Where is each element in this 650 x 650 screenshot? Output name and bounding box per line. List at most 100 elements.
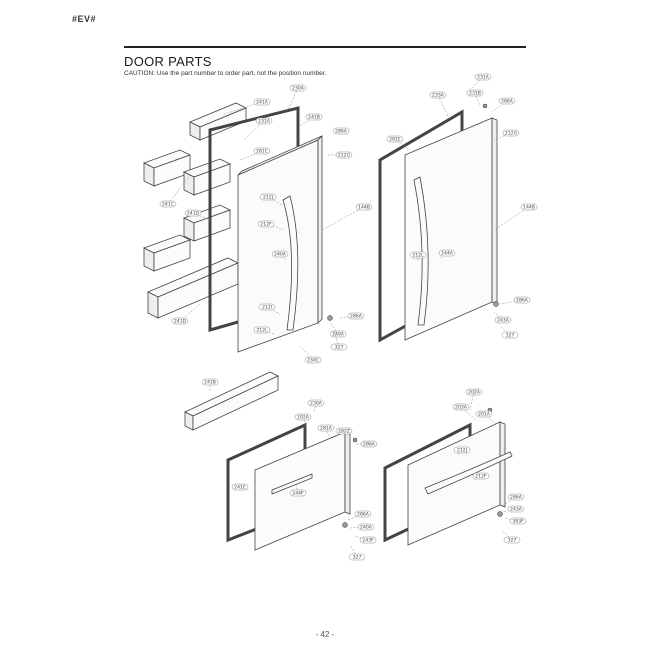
callout-leader — [261, 329, 275, 335]
callout-bubble — [305, 113, 323, 121]
part-callout-label: 281E — [389, 137, 401, 143]
part-callout-label: 212J — [457, 448, 467, 454]
callout-bubble — [255, 117, 273, 125]
part-callout-label: 327 — [353, 555, 362, 561]
callout-bubble — [332, 127, 350, 135]
part-callout-label: 286A — [363, 442, 376, 448]
part-callout-label: 243F — [362, 538, 374, 544]
callout-leader — [491, 100, 508, 113]
callout-bubble — [452, 403, 470, 411]
part-callout-label: 243A — [497, 318, 510, 324]
part-callout-label: 286A — [516, 298, 529, 304]
callout-leader — [287, 87, 299, 111]
part-callout-label: 286A — [510, 495, 523, 501]
callout-leader — [469, 76, 484, 91]
part-callout-label: 243A — [510, 507, 523, 513]
callout-leader — [474, 92, 481, 107]
upper-right-door-assembly — [378, 103, 499, 343]
fridge-door-right — [404, 117, 498, 341]
callout-leader — [299, 345, 314, 361]
callout-leader — [299, 116, 315, 127]
callout-bubble — [453, 446, 471, 454]
part-callout-label: 202A — [468, 390, 481, 396]
part-callout-label: 212L — [412, 253, 424, 259]
callout-bubble — [509, 517, 527, 525]
callout-bubble — [159, 200, 177, 208]
callout-bubble — [360, 440, 378, 448]
callout-bubble — [289, 489, 307, 497]
callout-bubble — [253, 326, 271, 334]
callout-leader — [483, 413, 497, 425]
callout-bubble — [307, 399, 325, 407]
callout-bubble — [231, 483, 249, 491]
part-callout-label: 286A — [501, 99, 514, 105]
callout-bubble — [359, 536, 377, 544]
callout-bubble — [335, 151, 353, 159]
part-callout-label: 240A — [360, 525, 373, 531]
part-callout-label: 233A — [432, 93, 445, 99]
part-callout-label: 240A — [332, 332, 345, 338]
part-callout-label: 244F — [292, 491, 304, 497]
callout-leader — [347, 513, 364, 521]
callout-bubble — [171, 317, 189, 325]
part-callouts: 241A230A231A241B281C212G286A241C241D212J… — [159, 73, 538, 561]
part-callout-label: 240A — [274, 252, 287, 258]
part-callout-label: 241B — [204, 380, 216, 386]
callout-bubble — [409, 251, 427, 259]
part-callout-label: 230C — [307, 358, 319, 364]
door-bin — [182, 204, 232, 242]
door-handle — [413, 176, 429, 326]
part-callout-label: 203A — [455, 405, 468, 411]
part-callout-label: 230A — [292, 86, 305, 92]
callout-leader — [499, 325, 511, 336]
door-shelf — [184, 371, 279, 431]
callout-bubble — [289, 84, 307, 92]
callout-bubble — [429, 91, 447, 99]
callout-bubble — [258, 303, 276, 311]
part-callout-label: 282Z — [338, 429, 350, 435]
callout-leader — [192, 212, 211, 221]
callout-leader — [267, 196, 283, 206]
callout-bubble — [347, 312, 365, 320]
callout-bubble — [507, 493, 525, 501]
callout-bubble — [317, 424, 335, 432]
part-callout-label: 144B — [523, 205, 535, 211]
part-callout-label: 144B — [358, 205, 370, 211]
callout-bubble — [466, 89, 484, 97]
callout-leader — [501, 496, 517, 507]
callout-bubble — [354, 510, 372, 518]
part-callout-label: 212G — [338, 153, 351, 159]
callout-bubble — [498, 97, 516, 105]
callout-leader — [469, 391, 475, 411]
callout-bubble — [475, 410, 493, 418]
part-callout-label: 201A — [478, 412, 491, 418]
callout-bubble — [330, 343, 348, 351]
callout-bubble — [184, 209, 202, 217]
part-callout-label: 241D — [174, 319, 187, 325]
part-callout-label: 231A — [477, 75, 490, 81]
part-callout-label: 383F — [512, 519, 524, 525]
door-bin — [189, 102, 247, 141]
callout-leader — [437, 94, 449, 117]
callout-leader — [501, 529, 513, 541]
callout-bubble — [474, 73, 492, 81]
callout-bubble — [502, 129, 520, 137]
callout-bubble — [355, 203, 373, 211]
door-bin — [142, 234, 192, 272]
callout-leader — [493, 132, 512, 141]
callout-bubble — [271, 250, 289, 258]
part-callout-label: 241C — [162, 202, 174, 208]
part-callout-label: 231A — [258, 119, 271, 125]
callout-leader — [394, 138, 411, 151]
lower-right-door-assembly — [383, 407, 513, 546]
part-callout-label: 241B — [308, 115, 320, 121]
part-callout-label: 212L — [256, 328, 268, 334]
part-callout-label: 286A — [335, 129, 348, 135]
callout-bubble — [501, 331, 519, 339]
part-callout-label: 212J — [263, 195, 273, 201]
callout-leader — [266, 306, 281, 315]
callout-bubble — [294, 413, 312, 421]
callout-bubble — [253, 98, 271, 106]
caution-note: CAUTION: Use the part number to order pa… — [124, 70, 327, 77]
part-callout-label: 230A — [310, 401, 323, 407]
